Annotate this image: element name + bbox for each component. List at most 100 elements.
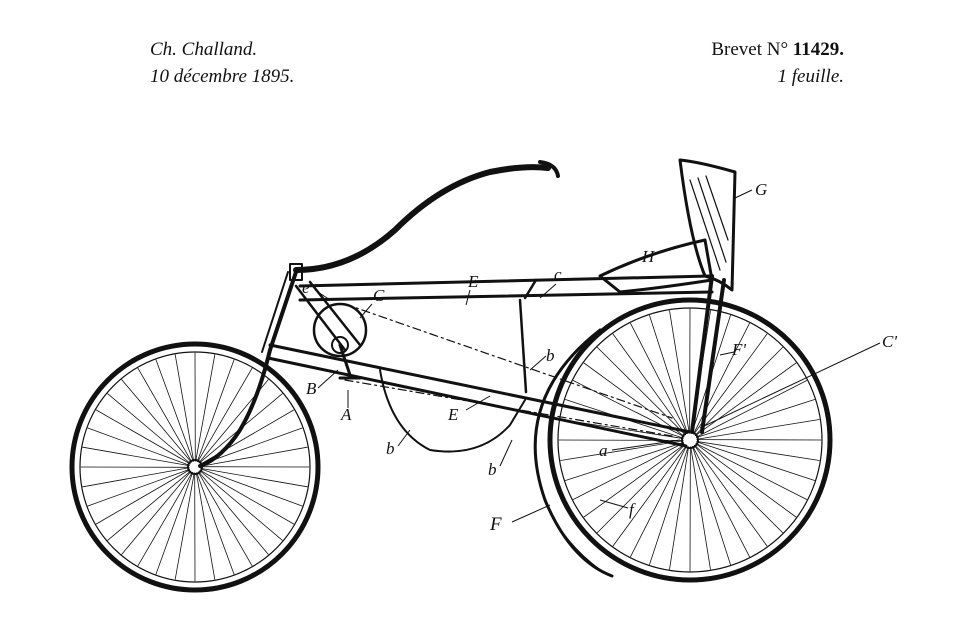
label-a: a [599,441,608,460]
label-c: c [554,265,562,284]
spoke [696,419,820,440]
spoke [95,409,191,465]
spoke [199,469,295,525]
spoke [565,442,684,481]
label-e-top: e [302,278,310,297]
frame-top-tube [298,274,714,302]
spoke [692,445,750,558]
spoke [695,362,797,437]
spoke [82,446,190,467]
spoke [197,471,253,567]
frame-lower-tube [266,343,692,448]
seat-mast [690,274,726,434]
spoke [583,362,685,437]
spoke [692,446,731,565]
label-F-prime: F' [731,340,746,359]
label-E-top: E [467,272,479,291]
front-fork [198,270,298,468]
spoke [198,471,269,555]
spoke [121,379,192,463]
spoke [87,427,190,466]
spoke [695,443,797,518]
spoke [596,444,686,534]
patent-number: 11429. [792,39,844,60]
spoke [200,467,308,488]
spoke [669,446,689,570]
chainring [312,302,368,358]
label-C: C [373,286,385,305]
spoke [82,467,190,488]
label-b-right: b [488,460,497,479]
spoke [174,354,195,462]
spoke [196,472,235,575]
spoke [694,444,784,534]
spoke [695,380,808,438]
chain [344,303,673,437]
spoke [107,393,191,464]
header-right: Brevet N° 11429. 1 feuille. [711,36,844,90]
spoke [87,468,190,507]
label-B: B [306,379,317,398]
spoke [612,333,687,435]
sheet-count: 1 feuille. [777,66,844,87]
spoke [137,367,193,463]
spoke [95,469,191,525]
label-f: f [629,500,636,519]
spoke [155,472,194,575]
pedal [338,343,362,380]
spoke [649,446,689,565]
inventor-name: Ch. Challand. [150,39,258,60]
leader-lines [314,189,881,523]
label-b-mid: b [546,346,555,365]
seat-back [678,158,737,292]
patent-prefix: Brevet N° [711,39,789,60]
spoke [195,472,216,580]
spoke [137,471,193,567]
spoke [669,310,690,434]
label-A: A [340,405,352,424]
front-wheel [69,341,321,593]
spoke [695,443,808,500]
handlebar [293,164,551,273]
spoke [197,367,253,463]
spoke [694,346,784,436]
spoke [107,470,192,541]
patent-date: 10 décembre 1895. [150,66,295,87]
spoke [155,359,194,462]
label-G: G [755,180,767,199]
rear-wheel [547,297,833,583]
spoke [174,472,195,580]
spoke [596,346,686,436]
spoke [121,470,192,555]
spoke [612,445,687,547]
spoke [196,359,235,462]
spoke [199,470,283,541]
spoke [690,446,711,570]
label-b-left: b [386,439,395,458]
label-F: F [489,514,502,535]
spoke [696,441,815,481]
spoke [630,322,688,435]
lever [518,278,538,394]
spoke [696,441,820,461]
patent-number-line: Brevet N° 11429. [711,36,844,63]
spoke [200,446,308,467]
spoke [630,445,687,558]
spoke [649,315,688,434]
seat [598,238,714,294]
rear-mudguard [533,328,614,578]
spoke [583,443,685,518]
spoke [200,427,303,466]
reference-labels: e C E c G H F' C' b B A E b b a F f [302,180,897,535]
label-H: H [641,247,656,266]
header-left: Ch. Challand. 10 décembre 1895. [150,36,294,90]
label-E-low: E [447,405,459,424]
spoke [560,440,684,461]
spoke [200,468,303,507]
spoke [195,354,216,462]
spoke [572,442,685,500]
label-C-prime: C' [882,332,897,351]
spoke [696,399,815,438]
spoke [693,445,768,547]
